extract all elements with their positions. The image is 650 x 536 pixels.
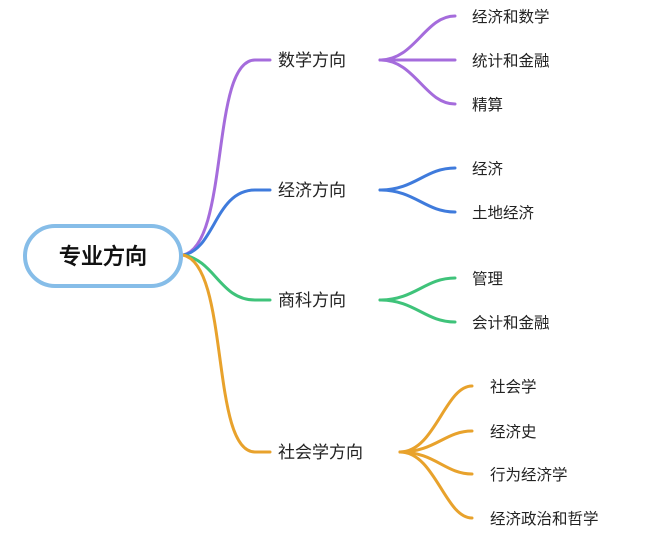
leaf-label-math-3[interactable]: 精算 [472,95,503,114]
leaf-label-math-2[interactable]: 统计和金融 [472,52,550,70]
connector-business-child-2 [378,298,457,324]
leaf-label-sociology-3[interactable]: 行为经济学 [490,466,568,484]
branch-label-economics[interactable]: 经济方向 [278,181,346,201]
connector-business-child-1 [378,276,457,302]
root-node-label: 专业方向 [59,244,147,270]
leaf-label-business-1[interactable]: 管理 [472,270,503,288]
leaf-label-math-1[interactable]: 经济和数学 [472,8,550,26]
leaf-label-economics-2[interactable]: 土地经济 [472,204,535,222]
leaf-label-sociology-2[interactable]: 经济史 [490,423,537,441]
root-node-box [23,224,183,288]
connector-root-to-business [181,253,272,302]
branch-label-math[interactable]: 数学方向 [278,51,346,71]
connector-root-to-sociology [181,253,272,454]
branch-label-business[interactable]: 商科方向 [278,291,346,311]
connector-economics-child-2 [378,188,457,214]
leaf-label-economics-1[interactable]: 经济 [472,160,504,178]
connector-math-child-1 [378,14,457,62]
connector-math-child-3 [378,58,457,106]
connector-sociology-child-1 [398,384,474,454]
leaf-label-business-2[interactable]: 会计和金融 [472,314,550,332]
branch-label-sociology[interactable]: 社会学方向 [278,443,363,463]
connector-sociology-child-4 [398,450,474,520]
leaf-label-sociology-4[interactable]: 经济政治和哲学 [490,510,599,528]
leaf-label-sociology-1[interactable]: 社会学 [490,378,537,396]
connector-root-to-math [181,58,272,257]
connector-root-to-economics [181,188,272,257]
connector-economics-child-1 [378,166,457,192]
root-node[interactable]: 专业方向 [23,224,183,288]
